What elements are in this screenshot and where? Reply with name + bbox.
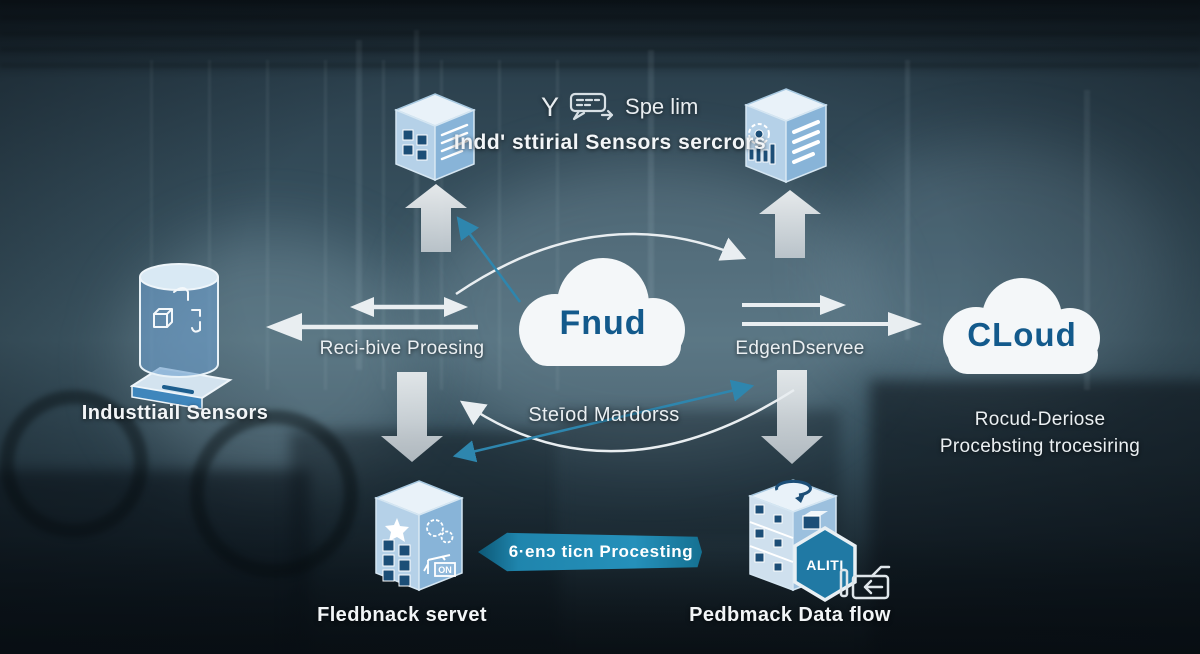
cloud-processing-line1: Rocud-Deriose — [974, 409, 1106, 430]
cloud-processing-line2: Procebsting trocesiring — [939, 436, 1141, 457]
arrowhead-to-sensors — [266, 313, 302, 341]
fnud-cloud: Fnud — [503, 252, 703, 378]
top-title: Indd' sttirial Sensors sercrors — [453, 131, 767, 154]
y-label: Y — [541, 91, 560, 122]
arrowhead-to-cloud — [888, 312, 922, 336]
stored-data-label: Steīod Mardorss — [528, 404, 680, 426]
feedback-server-label: Fledbnack servet — [317, 604, 487, 626]
feedback-server-cube-icon: ON — [373, 480, 465, 592]
spe-label: Spe lim — [625, 94, 699, 119]
cylinder-sensor-icon — [130, 263, 233, 410]
fnud-cloud-label: Fnud — [559, 303, 647, 342]
spe-caption: Y Spe lim — [541, 90, 698, 124]
processing-banner: 6·enɔ ticn Procesting — [478, 532, 702, 572]
arrowhead-to-edge — [820, 295, 846, 315]
chat-lines-icon — [569, 92, 614, 121]
block-arrow-down-left — [381, 372, 443, 462]
block-arrow-down-right — [761, 370, 823, 464]
cloud-node-label: CLoud — [967, 316, 1077, 353]
receive-processing-label: Reci-bive Proesing — [319, 338, 485, 359]
edge-server-label: EdgenDservee — [735, 338, 865, 359]
industrial-sensors-label: Industtiail Sensors — [81, 402, 269, 424]
feedback-dataflow-label: Pedbmack Data flow — [689, 604, 891, 626]
cloud-node: CLoud — [926, 270, 1118, 384]
block-arrow-up-left — [405, 184, 467, 252]
processing-banner-label: 6·enɔ ticn Procesting — [508, 542, 694, 561]
arrowhead-bidirectional-east — [444, 297, 468, 317]
output-device-icon — [839, 565, 891, 600]
on-label: ON — [438, 565, 452, 575]
block-arrow-up-right — [759, 190, 821, 258]
arrowhead-bidirectional-west — [350, 297, 374, 317]
